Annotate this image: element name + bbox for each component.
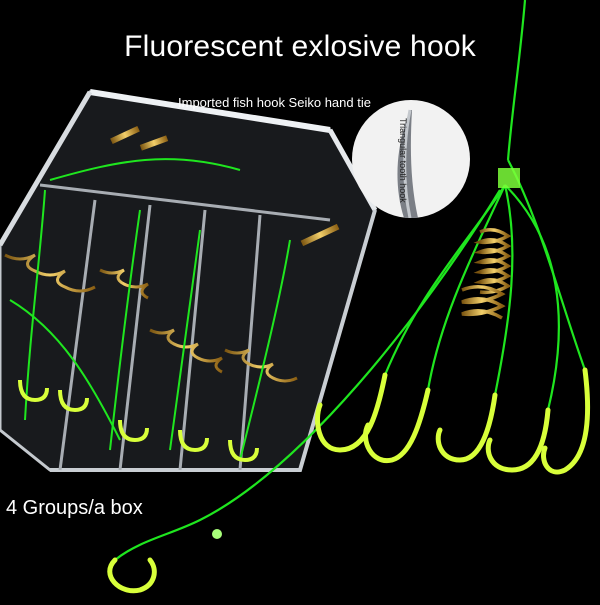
hook-point-closeup-icon	[352, 100, 470, 218]
tackle-box-icon	[0, 89, 378, 472]
product-subtitle: Imported fish hook Seiko hand tie	[178, 95, 371, 110]
inset-label: Triangular tooth hook	[398, 118, 408, 203]
fishing-hook-rig-icon	[107, 0, 591, 594]
product-title: Fluorescent exlosive hook	[124, 30, 476, 63]
quantity-label: 4 Groups/a box	[6, 497, 143, 519]
